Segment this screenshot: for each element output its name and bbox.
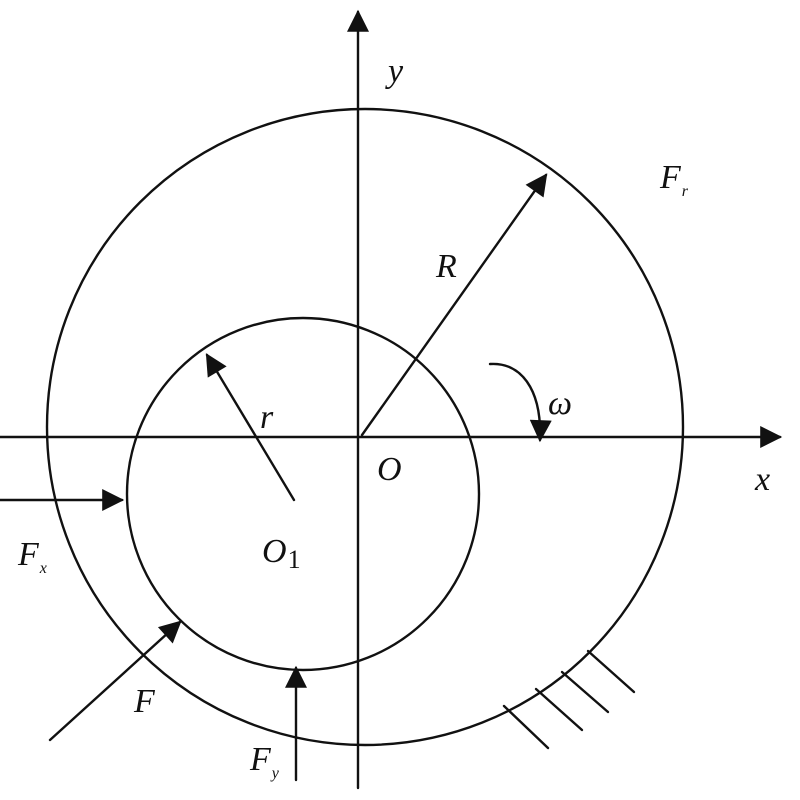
x-axis-label: x — [754, 461, 770, 498]
radius-R-arrow — [360, 173, 548, 437]
radius-r-arrow — [205, 353, 296, 502]
outer-circle — [45, 107, 685, 747]
F-label: F — [133, 683, 156, 720]
omega-rotation-arrow — [488, 362, 552, 443]
Fy-label: Fy — [249, 741, 280, 782]
r-label: r — [260, 399, 274, 436]
fixed-support-hatching — [502, 649, 636, 750]
omega-label: ω — [548, 385, 572, 422]
Fr-label: Fr — [659, 159, 689, 200]
O1-label: O1 — [262, 533, 301, 574]
R-label: R — [435, 248, 457, 285]
y-axis-label: y — [385, 53, 404, 90]
Fx-label: Fx — [17, 536, 47, 577]
force-F-arrow — [48, 620, 182, 742]
origin-label: O — [377, 451, 402, 488]
inner-circle — [125, 316, 481, 672]
